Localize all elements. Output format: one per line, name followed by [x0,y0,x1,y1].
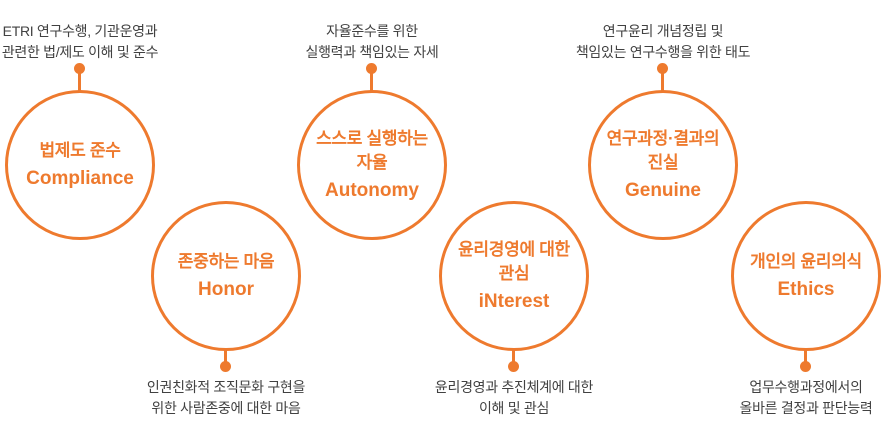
connector-dot [366,63,377,74]
concept-node-interest: 윤리경영에 대한 관심 iNterest 윤리경영과 추진체계에 대한 이해 및… [374,0,654,432]
concept-title-english: Compliance [26,168,134,189]
connector-line [370,71,373,92]
concept-title-korean: 법제도 준수 [39,141,121,160]
connector-line [804,349,807,365]
concept-description: 인권친화적 조직문화 구현을 위한 사람존중에 대한 마음 [146,379,306,416]
concept-node-honor: 존중하는 마음 Honor 인권친화적 조직문화 구현을 위한 사람존중에 대한… [86,0,366,432]
connector-line [661,71,664,92]
connector-line [78,71,81,92]
connector-dot [800,361,811,372]
concept-circle: 법제도 준수 Compliance [5,90,155,240]
connector-line [224,349,227,365]
concept-title-korean: 존중하는 마음 [177,252,275,271]
connector-dot [220,361,231,372]
concept-circle: 스스로 실행하는 자율 Autonomy [297,90,447,240]
concept-description: ETRI 연구수행, 기관운영과 관련한 법/제도 이해 및 준수 [1,23,159,60]
concept-circle: 윤리경영에 대한 관심 iNterest [439,201,589,351]
concept-title-korean: 윤리경영에 대한 관심 [458,240,570,283]
concept-title-korean: 연구과정·결과의 진실 [606,129,720,172]
connector-dot [657,63,668,74]
concept-title-korean: 스스로 실행하는 자율 [316,129,428,172]
concept-node-genuine: 연구윤리 개념정립 및 책임있는 연구수행을 위한 태도 연구과정·결과의 진실… [523,0,803,432]
concept-node-autonomy: 자율준수를 위한 실행력과 책임있는 자세 스스로 실행하는 자율 Autono… [232,0,512,432]
concept-node-compliance: ETRI 연구수행, 기관운영과 관련한 법/제도 이해 및 준수 법제도 준수… [0,0,220,432]
concept-description: 윤리경영과 추진체계에 대한 이해 및 관심 [434,379,594,416]
concept-title-english: Genuine [624,180,701,201]
connector-dot [508,361,519,372]
concept-title-korean: 개인의 윤리의식 [750,252,862,271]
concept-description: 업무수행과정에서의 올바른 결정과 판단능력 [739,379,873,416]
connector-dot [74,63,85,74]
connector-line [512,349,515,365]
concept-node-ethics: 개인의 윤리의식 Ethics 업무수행과정에서의 올바른 결정과 판단능력 [666,0,890,432]
concept-title-english: Ethics [777,279,835,300]
concept-circle: 존중하는 마음 Honor [151,201,301,351]
concept-description: 연구윤리 개념정립 및 책임있는 연구수행을 위한 태도 [575,23,751,60]
concept-circle: 연구과정·결과의 진실 Genuine [588,90,738,240]
concept-title-english: iNterest [478,291,550,312]
concept-title-english: Autonomy [325,180,419,201]
concept-title-english: Honor [198,279,254,300]
concept-circle: 개인의 윤리의식 Ethics [731,201,881,351]
concept-description: 자율준수를 위한 실행력과 책임있는 자세 [305,23,439,60]
